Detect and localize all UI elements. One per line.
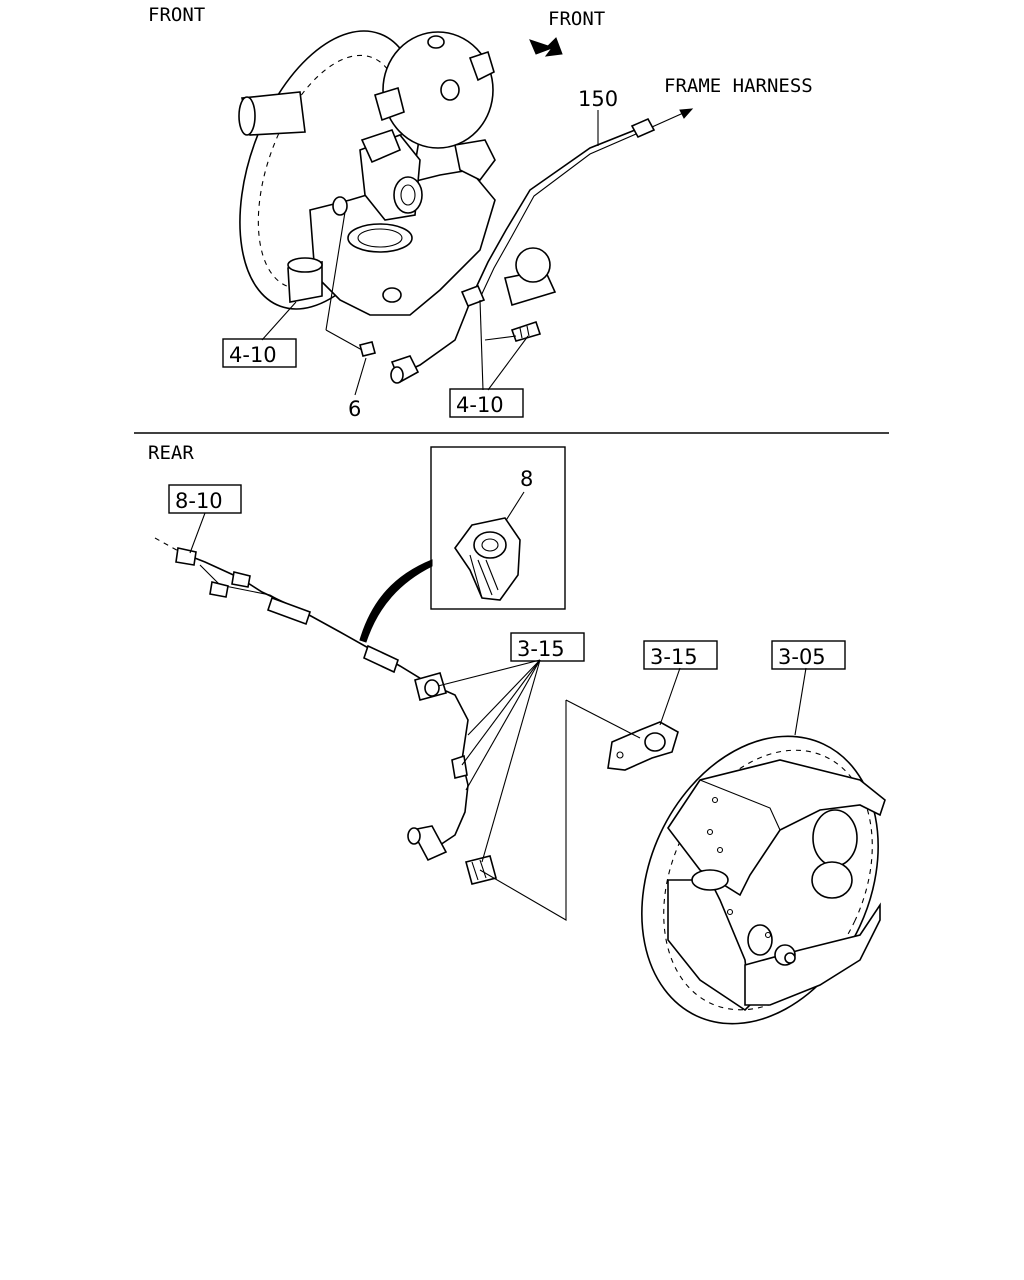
callout-box-3-15-a [510,632,585,662]
clip-part-8 [454,517,521,601]
frame-harness-arrow [651,108,694,128]
front-section-title: FRONT [148,4,205,26]
callout-8: 8 [520,467,533,491]
callout-box-4-10-right [449,388,524,418]
rear-leader-lines [189,512,807,921]
callout-6: 6 [348,397,361,421]
callout-4-10-right: 4-10 [456,393,504,417]
rear-sensor-cable [154,537,497,885]
front-sensor-cable [359,117,656,384]
callout-box-3-05 [771,640,846,670]
callout-box-8-10 [168,484,242,514]
frame-harness-label: FRAME HARNESS [664,75,813,97]
front-leader-lines [261,110,599,396]
sensor-bracket [607,721,679,771]
callout-3-15-a: 3-15 [517,637,565,661]
detail-pointer [359,559,433,643]
callout-4-10-left: 4-10 [229,343,277,367]
callout-3-05: 3-05 [778,645,826,669]
rear-brake-assembly [641,735,886,1025]
front-knuckle-assembly [238,30,557,316]
front-arrow-label: FRONT [548,8,605,30]
callout-3-15-b: 3-15 [650,645,698,669]
callout-box-4-10-left [222,338,297,368]
detail-inset-box [430,446,566,610]
callout-box-3-15-b [643,640,718,670]
front-direction-arrow [529,37,563,57]
rear-section-title: REAR [148,442,194,464]
callout-8-10: 8-10 [175,489,223,513]
callout-150: 150 [578,87,618,111]
